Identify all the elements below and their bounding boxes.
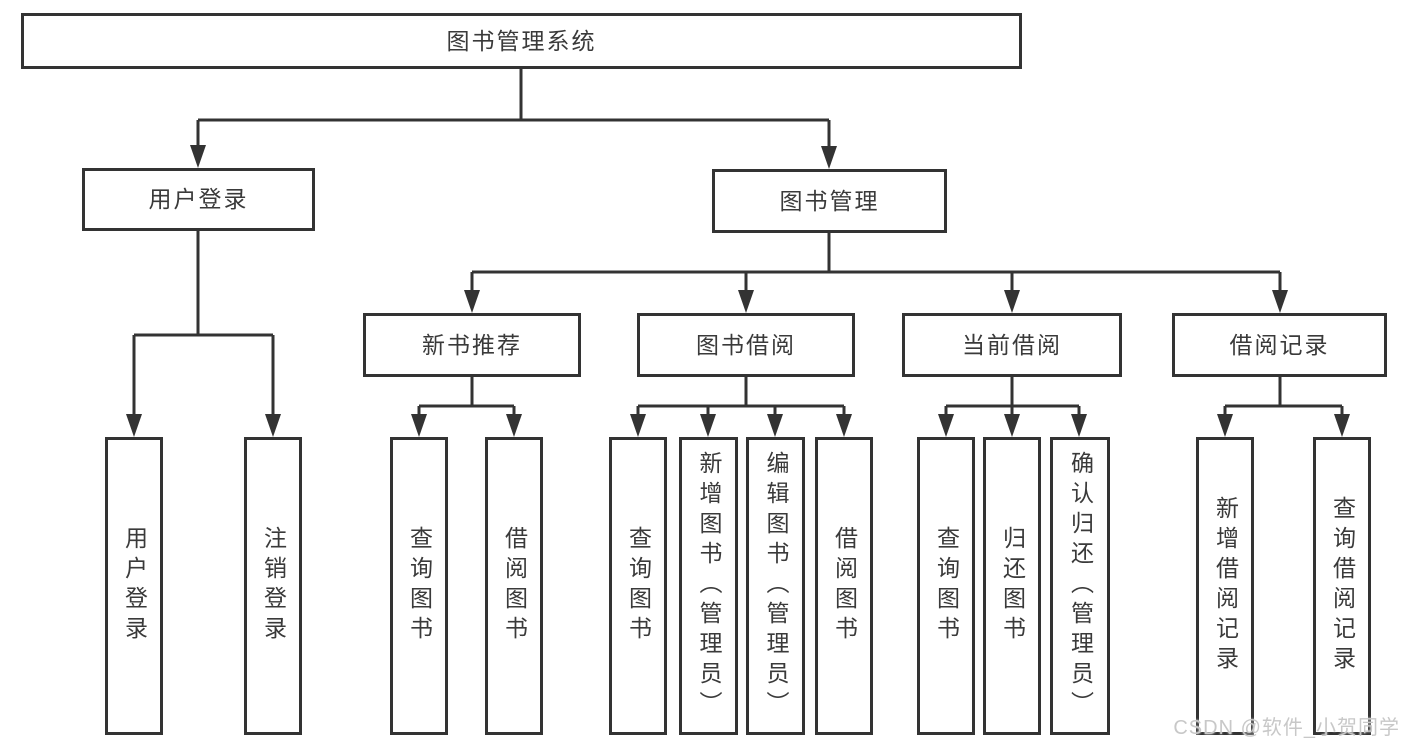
leaf-borrow-books-borrowing-label: 借阅图书 (831, 526, 858, 646)
arrow-down-icon (190, 145, 206, 168)
node-borrowing-records-label: 借阅记录 (1229, 331, 1330, 358)
arrow-down-icon (464, 290, 480, 313)
leaf-query-books-recommend: 查询图书 (390, 437, 448, 735)
leaf-add-book-admin-label: 新增图书（管理员） (696, 451, 722, 721)
connector-path (132, 69, 1344, 416)
node-current-borrowing-label: 当前借阅 (962, 331, 1062, 358)
node-user-login-label: 用户登录 (148, 186, 249, 212)
leaf-confirm-return-admin-label: 确认归还（管理员） (1067, 451, 1094, 721)
arrow-down-icon (506, 414, 522, 437)
leaf-edit-book-admin: 编辑图书（管理员） (746, 437, 805, 735)
node-root: 图书管理系统 (21, 13, 1022, 69)
arrow-down-icon (1217, 414, 1233, 437)
node-book-management: 图书管理 (712, 169, 947, 233)
leaf-query-books-current: 查询图书 (917, 437, 975, 735)
leaf-query-books-borrowing-label: 查询图书 (625, 526, 652, 646)
leaf-query-borrow-record: 查询借阅记录 (1313, 437, 1371, 735)
arrow-down-icon (1071, 414, 1087, 437)
arrow-down-icon (738, 290, 754, 313)
node-book-borrowing-label: 图书借阅 (696, 331, 796, 358)
arrow-down-icon (836, 414, 852, 437)
leaf-query-books-borrowing: 查询图书 (609, 437, 667, 735)
node-current-borrowing: 当前借阅 (902, 313, 1122, 377)
leaf-return-book: 归还图书 (983, 437, 1041, 735)
arrow-down-icon (767, 414, 783, 437)
arrow-down-icon (1004, 414, 1020, 437)
arrow-down-icon (1272, 290, 1288, 313)
arrow-down-icon (411, 414, 427, 437)
arrow-down-icon (938, 414, 954, 437)
node-book-borrowing: 图书借阅 (637, 313, 855, 377)
node-new-book-recommendation-label: 新书推荐 (422, 331, 522, 358)
node-user-login: 用户登录 (82, 168, 315, 231)
leaf-edit-book-admin-label: 编辑图书（管理员） (763, 451, 789, 721)
arrow-down-icon (1004, 290, 1020, 313)
leaf-borrow-books-recommend: 借阅图书 (485, 437, 543, 735)
node-book-management-label: 图书管理 (779, 187, 880, 214)
leaf-return-book-label: 归还图书 (999, 526, 1026, 646)
leaf-user-login-label: 用户登录 (121, 526, 148, 646)
arrow-down-icon (1334, 414, 1350, 437)
node-root-label: 图书管理系统 (446, 27, 597, 54)
leaf-logout: 注销登录 (244, 437, 302, 735)
leaf-add-borrow-record: 新增借阅记录 (1196, 437, 1254, 735)
arrow-down-icon (700, 414, 716, 437)
arrow-down-icon (265, 414, 281, 437)
node-borrowing-records: 借阅记录 (1172, 313, 1387, 377)
watermark: CSDN @软件_小贺同学 (1173, 717, 1400, 739)
leaf-query-books-recommend-label: 查询图书 (406, 526, 433, 646)
leaf-confirm-return-admin: 确认归还（管理员） (1050, 437, 1110, 735)
leaf-add-book-admin: 新增图书（管理员） (679, 437, 738, 735)
node-new-book-recommendation: 新书推荐 (363, 313, 581, 377)
leaf-query-borrow-record-label: 查询借阅记录 (1329, 496, 1356, 676)
leaf-borrow-books-borrowing: 借阅图书 (815, 437, 873, 735)
arrow-down-icon (821, 146, 837, 169)
leaf-borrow-books-recommend-label: 借阅图书 (501, 526, 528, 646)
leaf-logout-label: 注销登录 (260, 526, 287, 646)
arrow-down-icon (126, 414, 142, 437)
leaf-query-books-current-label: 查询图书 (933, 526, 960, 646)
arrow-down-icon (630, 414, 646, 437)
leaf-add-borrow-record-label: 新增借阅记录 (1212, 496, 1239, 676)
leaf-user-login: 用户登录 (105, 437, 163, 735)
